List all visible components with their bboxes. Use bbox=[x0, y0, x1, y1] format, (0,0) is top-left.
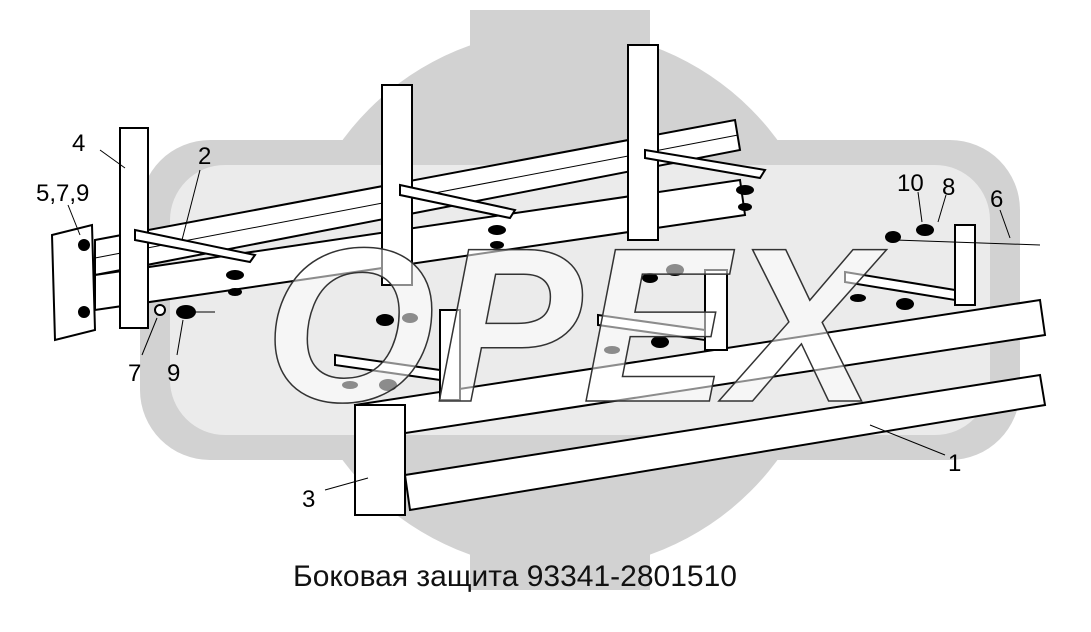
callout-6: 6 bbox=[990, 186, 1004, 213]
leader-lines bbox=[67, 149, 1041, 491]
callout-8: 8 bbox=[942, 174, 956, 201]
callout-1: 1 bbox=[948, 450, 962, 477]
callout-9: 9 bbox=[167, 360, 181, 387]
callout-10: 10 bbox=[897, 170, 924, 197]
diagram-caption: Боковая защита 93341-2801510 bbox=[293, 560, 737, 593]
parts-lines bbox=[50, 44, 1047, 516]
callout-7: 7 bbox=[128, 360, 142, 387]
callout-2: 2 bbox=[198, 143, 212, 170]
fasteners bbox=[154, 185, 934, 391]
callout-5-7-9: 5,7,9 bbox=[36, 180, 90, 207]
callout-3: 3 bbox=[302, 486, 316, 513]
watermark-gear-logo bbox=[140, 10, 1020, 590]
callout-4: 4 bbox=[72, 130, 86, 157]
